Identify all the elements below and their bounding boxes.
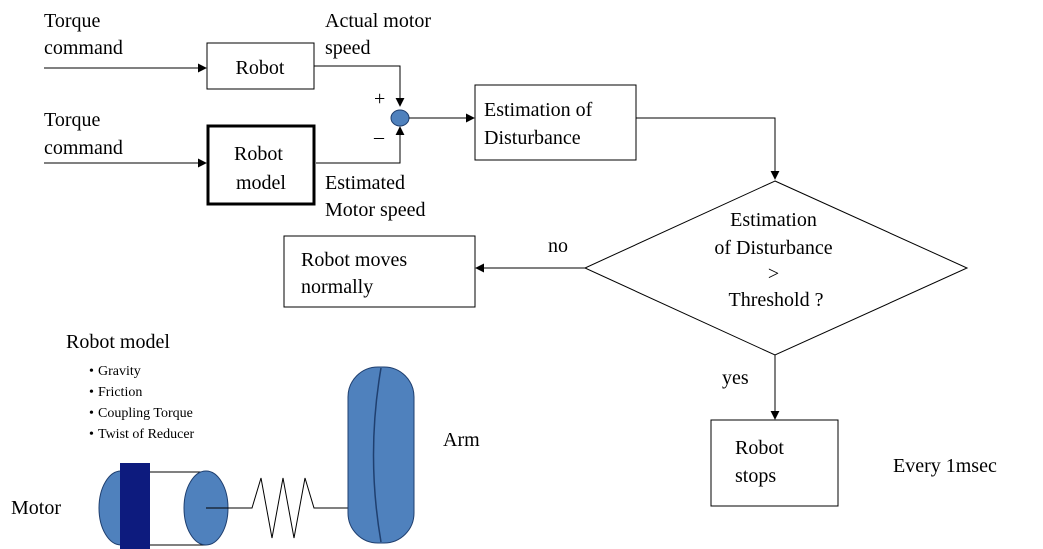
robot-stops-label: Robot stops: [735, 437, 789, 487]
minus-sign: –: [373, 126, 385, 148]
robot-model-item: Gravity: [98, 364, 141, 379]
robot-model-block: [206, 124, 316, 206]
robot-model-item: Twist of Reducer: [98, 427, 195, 442]
every-1msec-note: Every 1msec: [893, 455, 997, 477]
robot-model-item-bullet: •: [89, 385, 94, 400]
robot-stops-block: [710, 419, 839, 507]
estimation-to-decision-arrow: [636, 117, 780, 180]
robot-model-panel-title: Robot model: [66, 331, 170, 353]
arm-label: Arm: [443, 429, 480, 451]
robot-moves-normally-label: Robot moves normally: [301, 249, 412, 298]
robot-moves-normally-block: [283, 235, 476, 308]
summing-junction: [390, 109, 410, 127]
actual-speed-line: [314, 65, 405, 107]
robot-model-item: Coupling Torque: [98, 406, 193, 421]
torque-command-label-2: Torque command: [44, 109, 123, 159]
yes-label: yes: [722, 367, 749, 389]
motor-label: Motor: [11, 497, 61, 519]
estimated-motor-speed-label: Estimated Motor speed: [325, 172, 426, 221]
arm-illustration: [347, 366, 415, 544]
robot-model-item: Friction: [98, 385, 142, 400]
robot-model-item-bullet: •: [89, 406, 94, 421]
robot-block-label: Robot: [236, 57, 285, 79]
reducer-spring: [206, 477, 350, 539]
estimated-speed-line: [316, 126, 405, 164]
motor-band: [120, 463, 150, 549]
robot-model-item-bullet: •: [89, 364, 94, 379]
robot-model-item-list: • Gravity • Friction • Coupling Torque •…: [89, 364, 195, 442]
estimation-of-disturbance-label: Estimation of Disturbance: [484, 99, 597, 149]
torque-command-label-1: Torque command: [44, 10, 123, 59]
actual-motor-speed-label: Actual motor speed: [325, 10, 436, 59]
robot-model-block-label: Robot model: [234, 143, 288, 194]
estimation-of-disturbance-block: [474, 84, 637, 161]
decision-label: Estimation of Disturbance > Threshold ?: [714, 209, 837, 311]
plus-sign: +: [374, 88, 385, 110]
robot-model-item-bullet: •: [89, 427, 94, 442]
motor-illustration: [98, 463, 229, 549]
no-label: no: [548, 235, 568, 257]
